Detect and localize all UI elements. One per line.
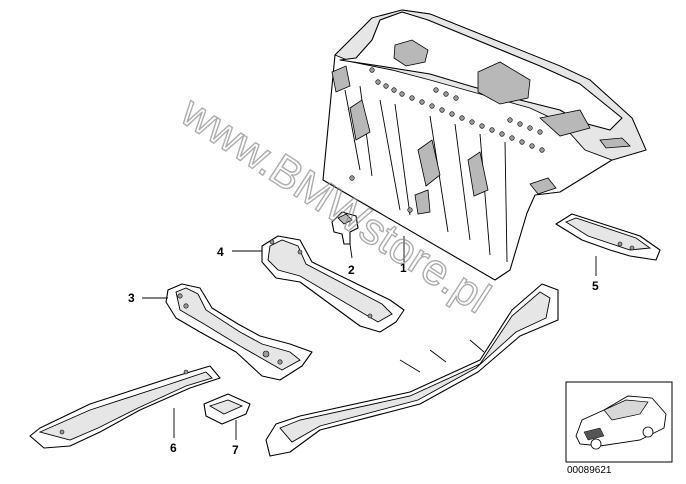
callout-6: 6 <box>170 441 177 455</box>
callout-2: 2 <box>348 263 355 277</box>
part-6-floor-strip <box>29 365 221 449</box>
callout-1: 1 <box>400 261 407 275</box>
callout-4: 4 <box>217 245 224 259</box>
part-2-bracket <box>331 211 359 259</box>
car-thumbnail-icon <box>565 381 673 463</box>
reference-code: 00089621 <box>567 465 612 476</box>
callout-5: 5 <box>592 279 599 293</box>
part-3-cross-member <box>165 283 313 381</box>
part-4-cross-member <box>261 235 405 333</box>
part-7-plate <box>203 393 251 425</box>
part-1-rear-floor <box>322 9 647 281</box>
leader-lines <box>142 236 597 440</box>
callout-3: 3 <box>128 291 135 305</box>
sill-panel <box>265 283 559 457</box>
callout-7: 7 <box>232 443 239 457</box>
part-5-side-bracket <box>555 213 661 261</box>
